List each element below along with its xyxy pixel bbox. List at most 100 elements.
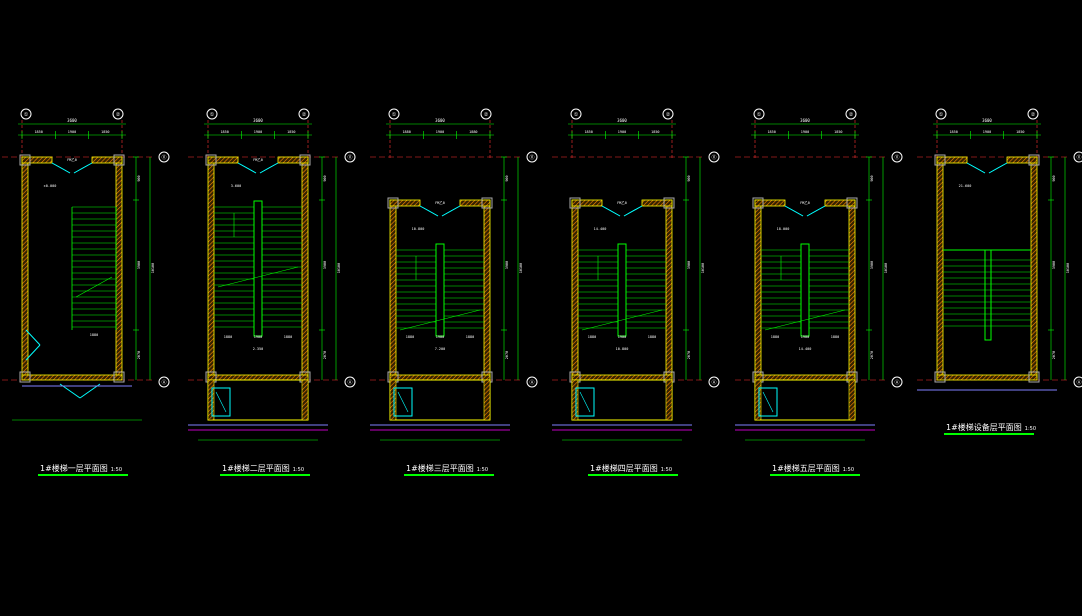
column-bottom-left — [934, 371, 946, 383]
axis-bubble-right — [480, 108, 492, 120]
column-top-right — [299, 154, 311, 166]
dim-top: 1850 — [584, 130, 592, 134]
axis-bubble-left-label: ① — [392, 112, 397, 118]
door-swing-left — [419, 205, 439, 217]
right-total: 10100 — [1066, 263, 1070, 274]
stair-break-line — [581, 309, 663, 331]
dim-top: 1900 — [983, 130, 991, 134]
door-swing-left — [601, 205, 621, 217]
plan-title-text: 1#楼梯三层平面图 — [406, 464, 474, 473]
side-door-leaf — [25, 329, 41, 346]
axis-bubble-right-label: ② — [484, 112, 489, 118]
axis-bubble-side-bottom-label: Ⓐ — [711, 379, 716, 386]
wall-top-left — [936, 156, 968, 164]
right-dim: 3900 — [323, 261, 327, 269]
lower-room-wall — [754, 379, 762, 421]
right-dim: 3900 — [137, 261, 141, 269]
wall-bottom — [571, 374, 673, 381]
right-total: 10100 — [151, 263, 155, 274]
axis-bubble-side-bottom — [344, 376, 356, 388]
axis-bubble-side-bottom — [891, 376, 903, 388]
lower-room-wall — [665, 379, 673, 421]
wall-bottom — [389, 374, 491, 381]
elevation-label: 3.600 — [231, 184, 242, 188]
right-dim: 2070 — [870, 351, 874, 359]
axis-bubble-left — [388, 108, 400, 120]
right-total: 10100 — [519, 263, 523, 274]
dim-total: 3600 — [617, 118, 627, 123]
dim-top: 1900 — [254, 130, 262, 134]
axis-bubble-side-bottom — [526, 376, 538, 388]
wall-bottom — [754, 374, 856, 381]
wall-top-left — [754, 199, 786, 207]
landing-dim: 14.400 — [799, 347, 812, 351]
plan-title-text: 1#楼梯四层平面图 — [590, 464, 658, 473]
dim-total: 3600 — [435, 118, 445, 123]
lower-room — [207, 379, 309, 421]
axis-bubble-right — [845, 108, 857, 120]
wall-top-right — [641, 199, 673, 207]
door-swing-right — [623, 205, 643, 217]
lower-room-wall — [389, 379, 397, 421]
right-dim: 2070 — [1052, 351, 1056, 359]
bottom-dim: 1900 — [436, 335, 444, 339]
bottom-dim: 1880 — [90, 333, 98, 337]
right-dim: 900 — [687, 175, 691, 181]
axis-bubble-right — [112, 108, 124, 120]
bottom-dim: 1880 — [648, 335, 656, 339]
bottom-dim: 1880 — [831, 335, 839, 339]
right-dim: 3900 — [870, 261, 874, 269]
elevation-label: ±0.000 — [44, 184, 57, 188]
plan-title-text: 1#楼梯设备层平面图 — [946, 423, 1022, 432]
lower-room — [571, 379, 673, 421]
axis-bubble-side-top — [526, 151, 538, 163]
right-dim: 2070 — [323, 351, 327, 359]
plan-title-underline — [944, 433, 1034, 435]
plan-title-underline — [220, 474, 310, 476]
shaft — [393, 387, 413, 417]
shaft-cross — [215, 391, 227, 413]
dim-total: 3600 — [67, 118, 77, 123]
bottom-dim: 1880 — [771, 335, 779, 339]
axis-bubble-side-bottom-label: Ⓐ — [1076, 379, 1081, 386]
plan-title-underline — [404, 474, 494, 476]
column-top-right — [663, 197, 675, 209]
axis-bubble-side-top-label: ⑪ — [529, 154, 534, 161]
axis-bubble-right — [662, 108, 674, 120]
bottom-dim: 1880 — [466, 335, 474, 339]
right-dim: 900 — [505, 175, 509, 181]
dim-top: 1880 — [402, 130, 410, 134]
handrail — [984, 249, 992, 341]
dim-top: 1850 — [949, 130, 957, 134]
axis-bubble-left-label: ① — [210, 112, 215, 118]
center-handrail — [800, 243, 810, 337]
plan-title-underline — [38, 474, 128, 476]
dim-top: 1900 — [618, 130, 626, 134]
door-tag: FM乙0 — [800, 200, 810, 205]
axis-bubble-right — [1027, 108, 1039, 120]
door-tag: FM乙0 — [435, 200, 445, 205]
dim-top: 1850 — [287, 130, 295, 134]
wall-top-left — [389, 199, 421, 207]
door-swing-right — [806, 205, 826, 217]
right-total: 10100 — [701, 263, 705, 274]
axis-bubble-side-bottom — [708, 376, 720, 388]
dim-top: 1850 — [651, 130, 659, 134]
wall-bottom — [207, 374, 309, 381]
door-swing-right — [988, 162, 1008, 174]
axis-bubble-left — [20, 108, 32, 120]
plan-title-text: 1#楼梯二层平面图 — [222, 464, 290, 473]
lower-room-wall — [301, 379, 309, 421]
dim-top: 1850 — [101, 130, 109, 134]
shaft — [575, 387, 595, 417]
